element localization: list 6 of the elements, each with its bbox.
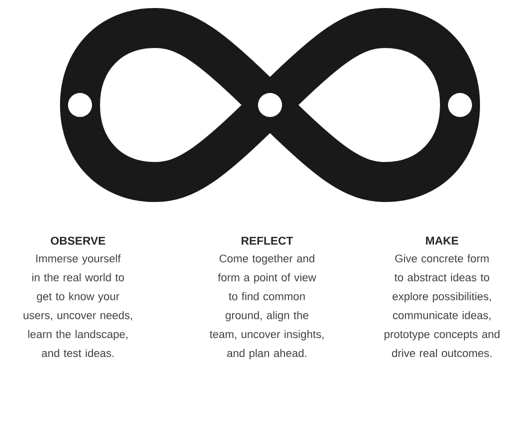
- description: Come together and form a point of view to find common ground, align the team, uncover insights, and plan ahead.: [210, 254, 324, 360]
- heading: OBSERVE: [50, 236, 106, 245]
- heading: REFLECT: [242, 236, 293, 245]
- heading: MAKE: [426, 236, 458, 245]
- description: Immerse yourself in the real world to get to know your users, uncover needs, learn the landscape, and test ideas.: [24, 254, 132, 358]
- description: Give concrete form to abstract ideas to explore possibilities, communicate ideas, prototype concepts and drive real outcomes.: [384, 254, 500, 358]
